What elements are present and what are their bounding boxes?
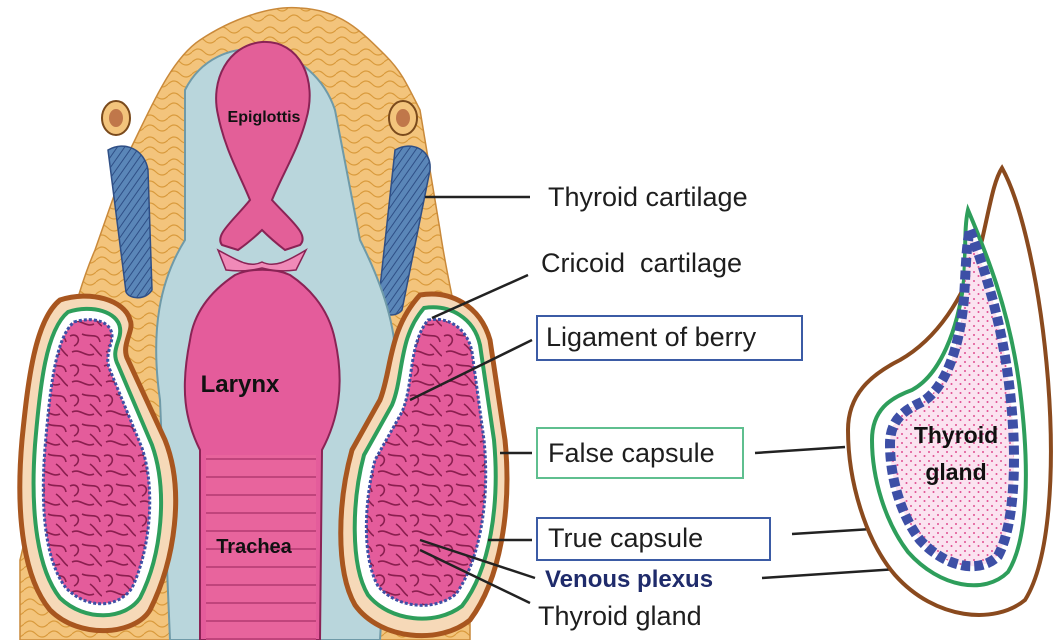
callout-labels: Thyroid cartilage Cricoid cartilage Liga… xyxy=(537,182,802,631)
label-ligament-of-berry: Ligament of berry xyxy=(546,322,757,352)
epiglottis-label: Epiglottis xyxy=(228,109,301,126)
thyroid-inset: Thyroid gland xyxy=(848,168,1051,615)
inset-label-thyroid: Thyroid xyxy=(914,422,998,448)
label-venous-plexus: Venous plexus xyxy=(545,566,713,593)
label-thyroid-gland: Thyroid gland xyxy=(538,601,702,631)
trachea-label: Trachea xyxy=(216,536,292,558)
label-true-capsule: True capsule xyxy=(548,523,703,553)
label-cricoid-cartilage: Cricoid cartilage xyxy=(541,248,742,278)
label-false-capsule: False capsule xyxy=(548,438,715,468)
inset-label-gland: gland xyxy=(925,459,986,485)
label-thyroid-cartilage: Thyroid cartilage xyxy=(548,182,748,212)
larynx-label: Larynx xyxy=(201,371,280,398)
